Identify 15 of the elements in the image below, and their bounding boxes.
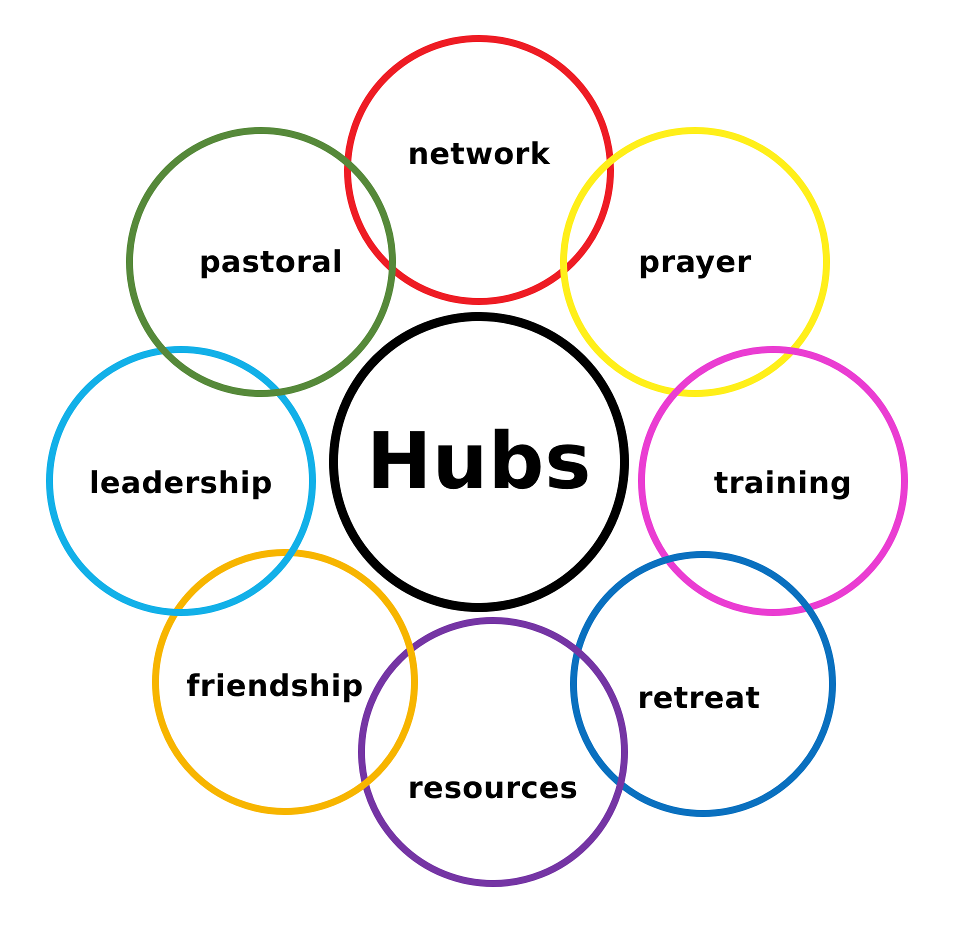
- node-label: prayer: [638, 244, 752, 280]
- node-label: retreat: [638, 680, 760, 716]
- node-label: Hubs: [366, 417, 592, 507]
- node-label: leadership: [89, 466, 273, 500]
- node-label: training: [714, 466, 852, 500]
- circle-node: [638, 346, 908, 616]
- circle-node: [329, 312, 629, 612]
- node-label: pastoral: [199, 244, 343, 280]
- circle-node: [344, 35, 614, 305]
- circle-node: [560, 127, 830, 397]
- node-label: network: [408, 136, 550, 172]
- circle-node: [46, 346, 316, 616]
- node-label: friendship: [186, 668, 364, 704]
- circle-node: [126, 127, 396, 397]
- node-label: resources: [408, 770, 578, 806]
